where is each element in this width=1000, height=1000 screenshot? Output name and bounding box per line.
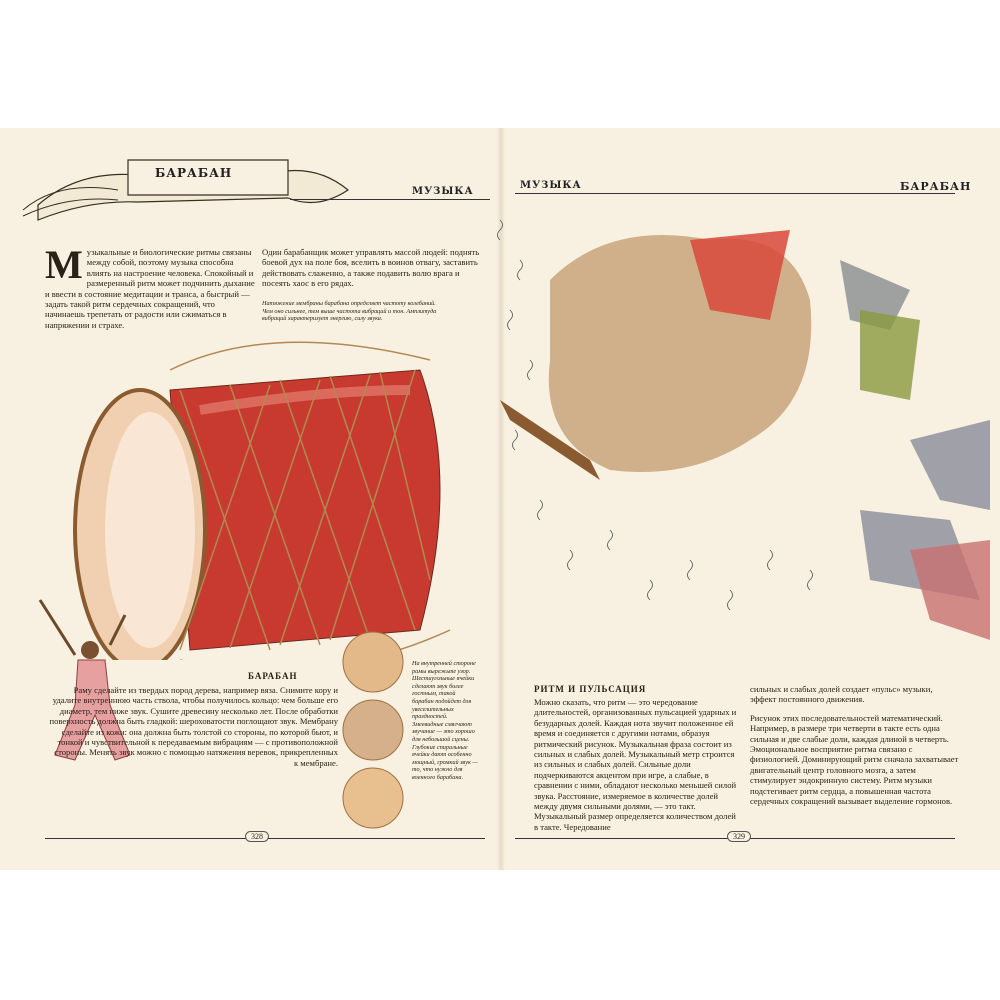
gutter bbox=[497, 128, 505, 870]
drop-cap: М bbox=[45, 242, 83, 287]
page-number: 328 bbox=[245, 831, 269, 842]
pattern-caption: На внутренней стороне рамы вырежьте узор… bbox=[412, 660, 478, 781]
running-head: МУЗЫКА bbox=[412, 186, 474, 197]
column-2-text: Один барабанщик может управлять массой л… bbox=[262, 247, 480, 289]
section-heading: РИТМ И ПУЛЬСАЦИЯ bbox=[534, 684, 647, 694]
running-head-left: МУЗЫКА bbox=[520, 180, 582, 191]
header-rule-right bbox=[515, 193, 955, 194]
page-number-right: 329 bbox=[727, 831, 751, 842]
banner-ribbon bbox=[22, 159, 350, 221]
rhythm-column-2: сильных и слабых долей создает «пульс» м… bbox=[750, 684, 959, 807]
running-head-right: БАРАБАН bbox=[900, 180, 972, 193]
drum-illustration bbox=[73, 341, 451, 660]
rhythm-column-1: Можно сказать, что ритм — это чередовани… bbox=[534, 697, 737, 832]
drummer-figure bbox=[38, 599, 131, 761]
frame-patterns bbox=[342, 631, 404, 829]
drum-heading: БАРАБАН bbox=[248, 671, 298, 681]
membrane-caption: Натяжение мембраны барабана определяет ч… bbox=[262, 300, 437, 323]
drum-text: Раму сделайте из твердых пород дерева, н… bbox=[49, 685, 339, 768]
banner-title: БАРАБАН bbox=[155, 166, 233, 180]
header-rule bbox=[290, 199, 490, 200]
battle-illustration bbox=[497, 219, 990, 640]
